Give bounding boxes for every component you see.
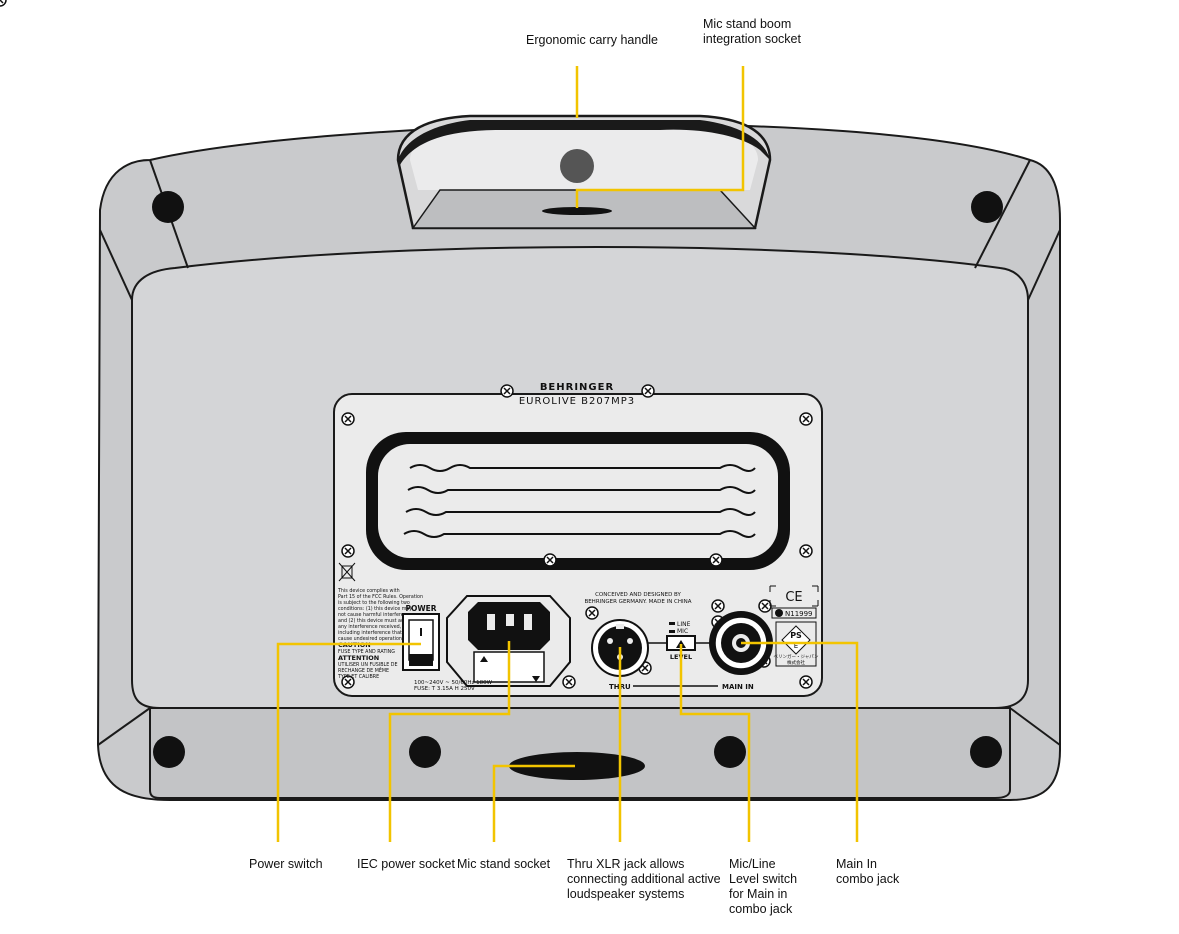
cabinet-screw xyxy=(714,736,746,768)
conceived-text: CONCEIVED AND DESIGNED BY xyxy=(595,592,681,598)
fcc-line: This device complies with xyxy=(337,588,400,594)
mic-label: MIC xyxy=(677,628,688,635)
jp-line: 株式会社 xyxy=(787,659,805,666)
label-boom-socket: Mic stand boom integration socket xyxy=(703,17,801,47)
label-carry-handle: Ergonomic carry handle xyxy=(526,33,658,48)
label-main-in: Main In combo jack xyxy=(836,857,899,887)
label-line: Mic stand socket xyxy=(457,857,551,871)
label-line: combo jack xyxy=(836,872,900,886)
callout-line-mic-stand xyxy=(492,764,575,842)
corner-edge xyxy=(1027,229,1061,301)
handle-socket-cover xyxy=(560,149,594,183)
label-line: connecting additional active xyxy=(567,872,721,886)
power-label: POWER xyxy=(405,604,436,613)
mic-stand-socket xyxy=(509,752,645,780)
corner-edge xyxy=(97,707,151,746)
attention-line: UTILISER UN FUSIBLE DE xyxy=(338,662,397,668)
cabinet-screw xyxy=(970,736,1002,768)
callout-lines xyxy=(276,66,859,842)
corner-edge xyxy=(974,159,1031,269)
cabinet-screw xyxy=(409,736,441,768)
label-line: Thru XLR jack allows xyxy=(567,857,685,871)
fuse-text: FUSE: T 3.15A H 250V xyxy=(414,686,475,692)
cabinet-screws xyxy=(152,191,1003,768)
jp-line: ベリンガー・ジャパン xyxy=(774,653,819,660)
label-line: combo jack xyxy=(729,902,793,916)
attention-line: RECHANGE DE MÊME xyxy=(338,666,389,674)
power-switch[interactable]: POWER xyxy=(402,604,440,671)
cabinet-screw xyxy=(152,191,184,223)
vent-grille xyxy=(366,432,790,570)
panel-screws xyxy=(0,0,813,689)
label-mic-line-switch: Mic/Line Level switch for Main in combo … xyxy=(729,857,797,917)
attention-heading: ATTENTION xyxy=(338,654,379,662)
voltage-text: 100~240V ~ 50/60Hz 180W xyxy=(414,680,493,686)
fcc-line: and (2) this device must accept xyxy=(338,618,414,624)
label-line: Level switch xyxy=(729,872,798,886)
callout-line-boom xyxy=(575,66,745,208)
fcc-line: conditions: (1) this device may xyxy=(338,606,412,612)
main-in-label: MAIN IN xyxy=(722,683,754,691)
attention-line: TYPE ET CALIBRE xyxy=(337,674,379,680)
line-label: LINE xyxy=(677,621,691,628)
cabinet-screw xyxy=(971,191,1003,223)
label-line: Mic stand boom xyxy=(703,17,792,31)
c-tick-icon xyxy=(775,609,783,617)
label-line: Power switch xyxy=(249,857,323,871)
label-line: integration socket xyxy=(703,32,801,46)
n-number: N11999 xyxy=(785,610,813,618)
pse-diamond-icon xyxy=(781,625,811,655)
model-text: EUROLIVE B207MP3 xyxy=(519,396,635,407)
fcc-line: is subject to the following two xyxy=(338,600,410,606)
made-in-text: BEHRINGER GERMANY. MADE IN CHINA xyxy=(584,599,691,605)
callout-line-iec xyxy=(388,641,511,842)
label-power-switch: Power switch xyxy=(249,857,323,872)
callout-line-main-in xyxy=(741,641,859,842)
ps-mark: PS xyxy=(790,631,802,640)
ps-e-mark: E xyxy=(794,642,798,650)
connector-panel: BEHRINGER EUROLIVE B207MP3 xyxy=(0,0,823,697)
fcc-line: including interference that may xyxy=(338,630,414,636)
callout-line-power xyxy=(276,642,421,842)
label-line: Mic/Line xyxy=(729,857,776,871)
corner-edge xyxy=(99,229,133,301)
label-iec-socket: IEC power socket xyxy=(357,857,455,872)
fcc-line: not cause harmful interference, xyxy=(338,612,414,618)
label-mic-stand-socket: Mic stand socket xyxy=(457,857,550,872)
weee-bin-icon xyxy=(338,562,356,582)
caution-text: FUSE TYPE AND RATING xyxy=(338,649,395,655)
ce-mark: CE xyxy=(785,590,802,605)
label-thru-xlr: Thru XLR jack allows connecting addition… xyxy=(567,857,721,902)
label-line: Main In xyxy=(836,857,877,871)
label-line: Ergonomic carry handle xyxy=(526,33,659,47)
fcc-line: Part 15 of the FCC Rules. Operation xyxy=(338,594,423,600)
carry-handle xyxy=(396,114,772,230)
label-line: loudspeaker systems xyxy=(567,887,685,901)
callout-line-level xyxy=(679,644,751,842)
boom-socket xyxy=(542,207,612,215)
label-line: IEC power socket xyxy=(357,857,455,871)
corner-edge xyxy=(1009,707,1061,746)
fcc-line: any interference received, xyxy=(338,624,402,630)
fcc-line: cause undesired operation. xyxy=(338,636,403,642)
cabinet-screw xyxy=(153,736,185,768)
brand-text: BEHRINGER xyxy=(540,382,614,393)
certification-block: CE N11999 PS E ベリンガー・ジャパン 株式会社 xyxy=(769,585,819,667)
label-line: for Main in xyxy=(729,887,788,901)
